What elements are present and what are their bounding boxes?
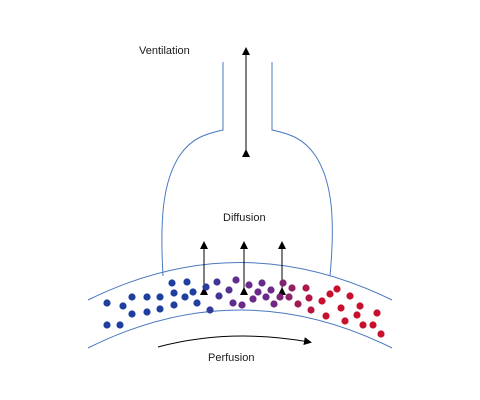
blood-cell: [206, 306, 214, 314]
blood-cell: [369, 321, 377, 329]
blood-cell: [170, 289, 178, 297]
blood-cell: [213, 278, 221, 286]
blood-cell: [322, 312, 330, 320]
diffusion-label: Diffusion: [223, 212, 266, 224]
blood-cell: [202, 283, 210, 291]
blood-cell: [245, 281, 253, 289]
blood-cell: [356, 302, 364, 310]
blood-cell: [249, 295, 257, 303]
perfusion-label: Perfusion: [208, 352, 255, 364]
blood-cell: [238, 301, 246, 309]
blood-cell: [128, 310, 136, 318]
blood-cell: [103, 321, 111, 329]
blood-cell: [143, 308, 151, 316]
blood-cell: [279, 279, 287, 287]
blood-cell: [377, 330, 385, 338]
blood-cell: [254, 288, 262, 296]
blood-cells: [103, 276, 385, 338]
blood-cell: [270, 300, 278, 308]
blood-cell: [341, 317, 349, 325]
blood-cell: [215, 292, 223, 300]
blood-cell: [326, 290, 334, 298]
blood-cell: [143, 293, 151, 301]
blood-cell: [189, 288, 197, 296]
blood-cell: [337, 304, 345, 312]
blood-cell: [170, 301, 178, 309]
blood-cell: [285, 293, 293, 301]
capillary-lower-wall: [87, 309, 393, 349]
blood-cell: [258, 279, 266, 287]
blood-cell: [168, 279, 176, 287]
blood-cell: [307, 306, 315, 314]
blood-cell: [318, 297, 326, 305]
blood-cell: [156, 293, 164, 301]
blood-cell: [119, 302, 127, 310]
blood-cell: [294, 300, 302, 308]
blood-cell: [229, 299, 237, 307]
blood-cell: [183, 278, 191, 286]
blood-cell: [288, 284, 296, 292]
blood-cell: [353, 311, 361, 319]
blood-cell: [232, 276, 240, 284]
blood-cell: [305, 294, 313, 302]
blood-cell: [302, 284, 310, 292]
ventilation-label: Ventilation: [139, 45, 190, 57]
alveolus-outline: [161, 62, 333, 277]
blood-cell: [225, 286, 233, 294]
blood-cell: [116, 321, 124, 329]
blood-cell: [181, 293, 189, 301]
blood-cell: [262, 293, 270, 301]
blood-cell: [346, 292, 354, 300]
perfusion-arrow: [157, 335, 312, 348]
blood-cell: [156, 305, 164, 313]
blood-cell: [373, 309, 381, 317]
blood-cell: [267, 286, 275, 294]
blood-cell: [276, 293, 284, 301]
blood-cell: [128, 293, 136, 301]
blood-cell: [103, 299, 111, 307]
blood-cell: [193, 299, 201, 307]
blood-cell: [333, 285, 341, 293]
blood-cell: [359, 321, 367, 329]
